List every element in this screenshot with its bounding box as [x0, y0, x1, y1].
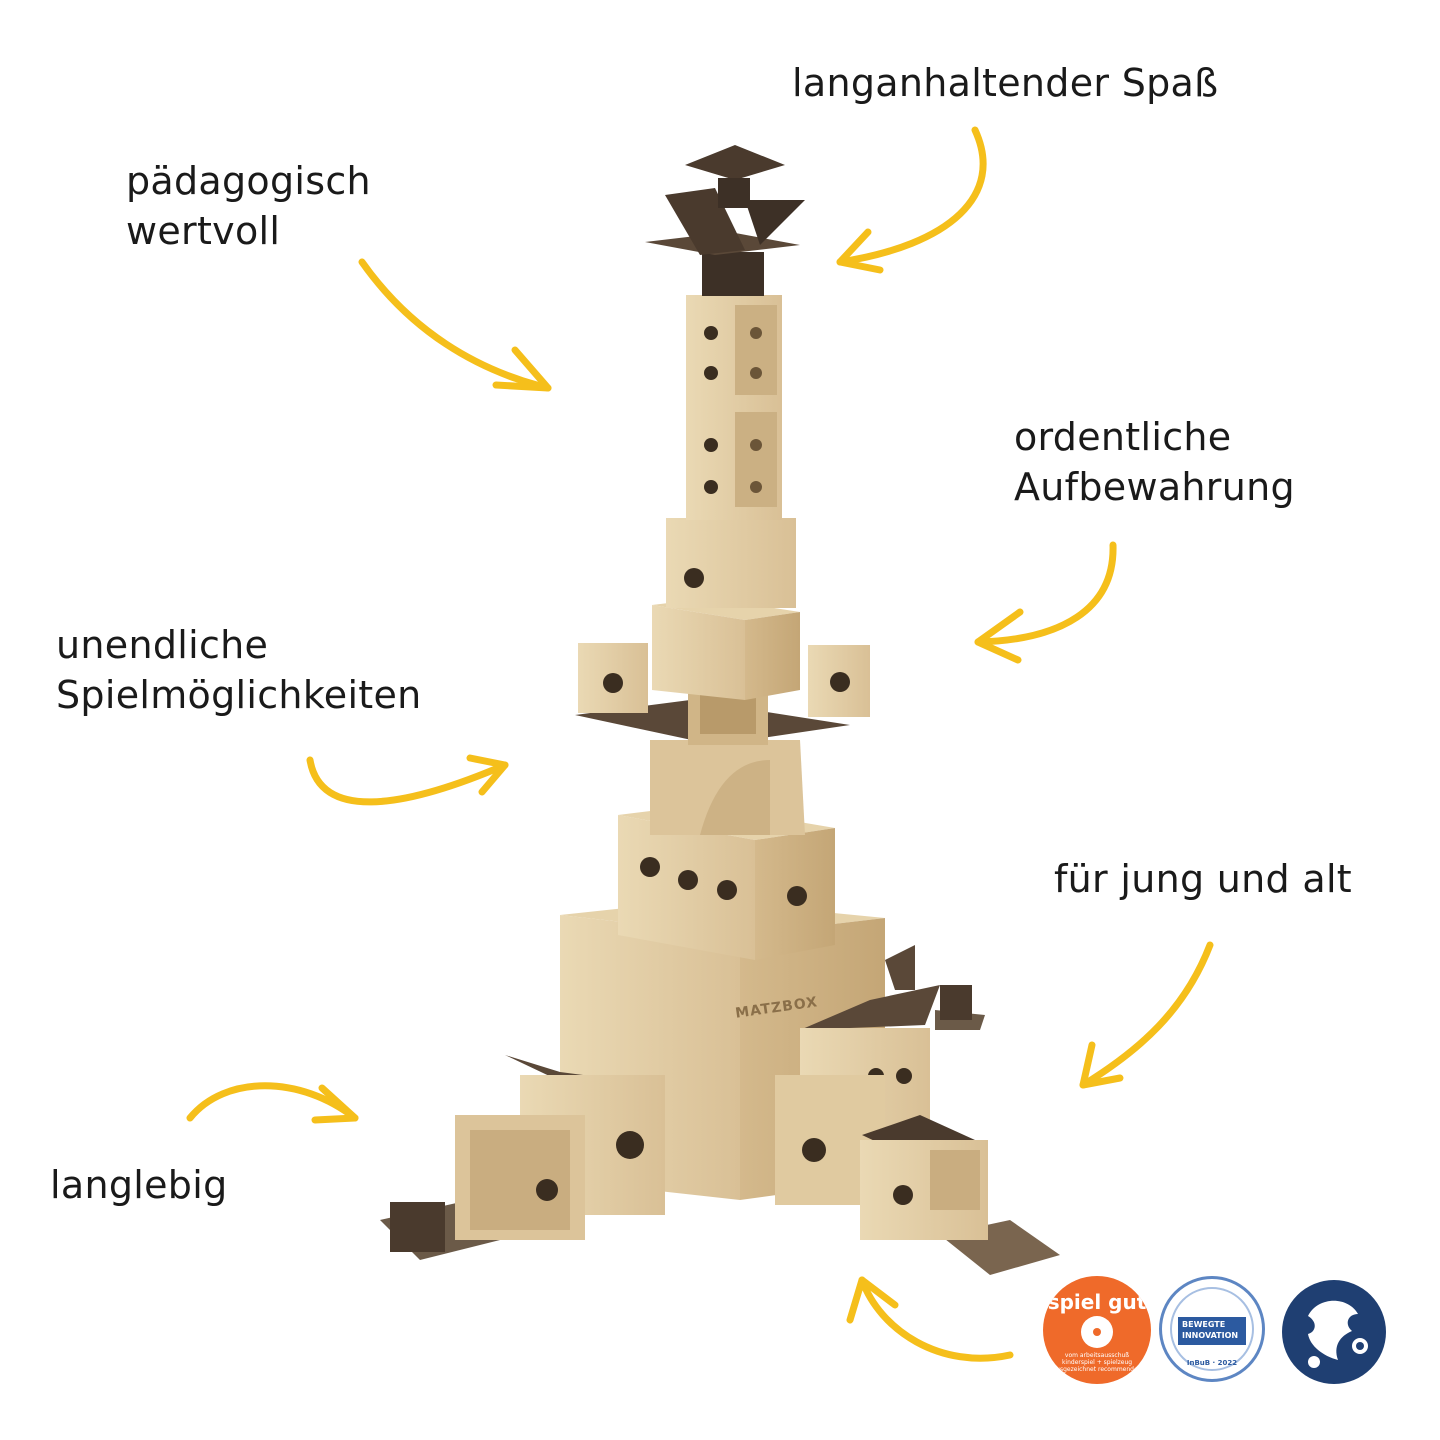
label-storage-line1: ordentliche — [1014, 415, 1232, 459]
arrow-icon — [858, 1276, 1014, 1362]
label-play-line2: Spielmöglichkeiten — [56, 673, 422, 717]
label-educational: pädagogisch wertvoll — [126, 156, 371, 256]
label-educational-line1: pädagogisch — [126, 159, 371, 203]
arrow-icon — [466, 754, 509, 796]
spielgut-text: vom arbeitsausschuß kinderspiel + spielz… — [1052, 1352, 1142, 1373]
inbub-ring — [1170, 1287, 1254, 1371]
label-educational-line2: wertvoll — [126, 209, 281, 253]
inbub-footer: InBuB · 2022 — [1186, 1359, 1238, 1367]
arrow-icon — [974, 541, 1117, 646]
inbub-subtitle: INNOVATION — [1182, 1331, 1239, 1340]
arrow-icon — [974, 608, 1024, 664]
label-durable: langlebig — [50, 1163, 228, 1207]
inbub-badge-icon: BEWEGTE INNOVATION InBuB · 2022 — [1159, 1276, 1265, 1382]
spielgut-title: spiel gut — [1047, 1290, 1147, 1314]
spielgut-badge-icon: spiel gut vom arbeitsausschuß kinderspie… — [1043, 1276, 1151, 1384]
arrow-icon — [1079, 1041, 1124, 1089]
puzzle-logo-icon — [1282, 1280, 1386, 1384]
arrow-icon — [836, 126, 987, 266]
label-fun: langanhaltender Spaß — [792, 61, 1219, 105]
arrow-icon — [306, 756, 509, 806]
arrow-icon — [358, 258, 552, 392]
label-storage: ordentliche Aufbewahrung — [1014, 412, 1295, 512]
label-storage-line2: Aufbewahrung — [1014, 465, 1295, 509]
label-play-line1: unendliche — [56, 623, 269, 667]
inbub-bar: BEWEGTE INNOVATION — [1178, 1317, 1246, 1345]
spielgut-dot-icon — [1081, 1316, 1113, 1348]
label-young-old: für jung und alt — [1054, 857, 1353, 901]
arrow-icon — [1079, 941, 1214, 1089]
arrow-icon — [836, 228, 884, 274]
arrow-icon — [846, 1276, 899, 1324]
arrow-icon — [186, 1082, 359, 1122]
inbub-title: BEWEGTE — [1182, 1320, 1226, 1329]
arrow-icon — [492, 346, 552, 392]
arrow-icon — [311, 1084, 359, 1124]
label-play: unendliche Spielmöglichkeiten — [56, 620, 422, 720]
